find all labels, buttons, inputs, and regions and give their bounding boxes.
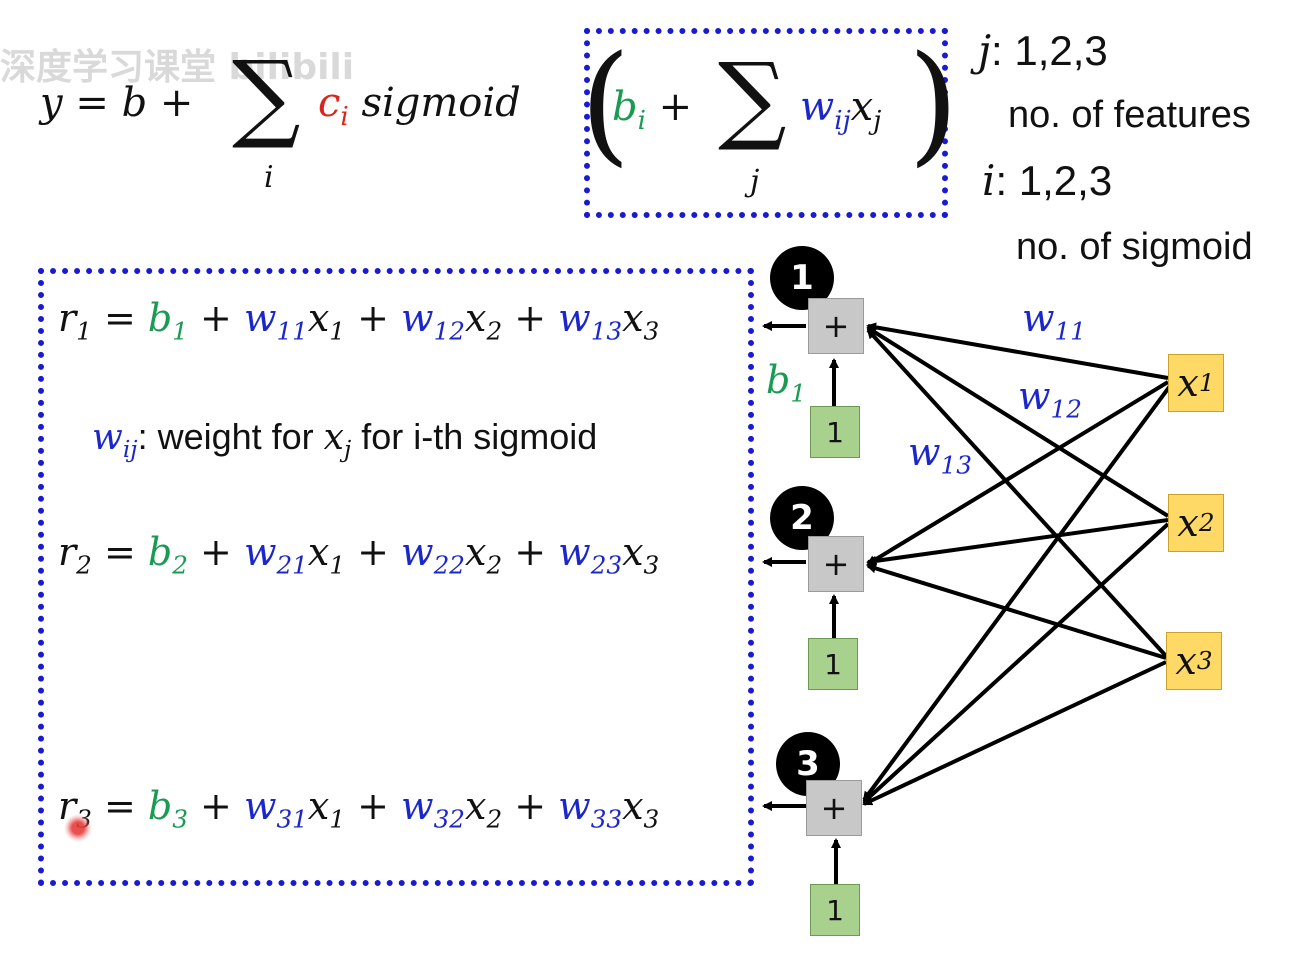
edge-x3-node1 — [866, 328, 1168, 658]
equation-r3: r3 = b3 + w31x1 + w32x2 + w33x3 — [58, 784, 660, 834]
j-description: no. of features — [1008, 94, 1251, 136]
edge-x2-node2 — [866, 518, 1169, 566]
node-2-sum: + — [808, 536, 864, 592]
edge-x3-node2 — [866, 563, 1167, 660]
weight-note: wij: weight for xj for i-th sigmoid — [92, 416, 598, 464]
bias-label-b1: b1 — [766, 358, 807, 408]
formula-y: y = b + — [40, 80, 194, 126]
equation-r1: r1 = b1 + w11x1 + w12x2 + w13x3 — [58, 296, 660, 346]
sum-j-index: j — [750, 164, 760, 199]
inner-wx: wijxj — [800, 84, 882, 137]
edge-x1-node3 — [862, 384, 1172, 802]
node-2-bias-input: 1 — [808, 638, 858, 690]
edge-x2-node3 — [862, 522, 1170, 804]
node-1-bias-input: 1 — [810, 406, 860, 458]
node-3-bias-input: 1 — [810, 884, 860, 936]
edge-x1-node1 — [866, 322, 1169, 380]
sum-i-index: i — [264, 160, 274, 195]
i-range: i: 1,2,3 — [982, 156, 1113, 205]
equation-r2: r2 = b2 + w21x1 + w22x2 + w23x3 — [58, 530, 660, 580]
inner-expression-box — [584, 28, 948, 218]
edge-x1-node2 — [866, 380, 1170, 566]
node-1-sum: + — [808, 298, 864, 354]
left-paren: ( — [580, 27, 631, 179]
weight-label-w11: w11 — [1022, 296, 1086, 346]
weight-label-w12: w12 — [1018, 374, 1082, 424]
equations-box — [38, 268, 754, 886]
node-3-sum: + — [806, 780, 862, 836]
i-description: no. of sigmoid — [1016, 226, 1253, 268]
cursor-pointer-icon — [64, 814, 92, 842]
sum-i-symbol: ∑ — [232, 40, 301, 152]
edge-x3-node3 — [862, 660, 1167, 806]
sum-j-symbol: ∑ — [718, 42, 787, 154]
formula-c-sigmoid: ci sigmoid — [318, 80, 521, 133]
weight-label-w13: w13 — [908, 430, 972, 480]
j-range: j: 1,2,3 — [978, 26, 1108, 75]
edge-x2-node1 — [866, 326, 1170, 518]
right-paren: ) — [908, 27, 959, 179]
inner-b: bi + — [612, 84, 693, 137]
watermark: 深度学习课堂 bilibili — [0, 47, 355, 88]
